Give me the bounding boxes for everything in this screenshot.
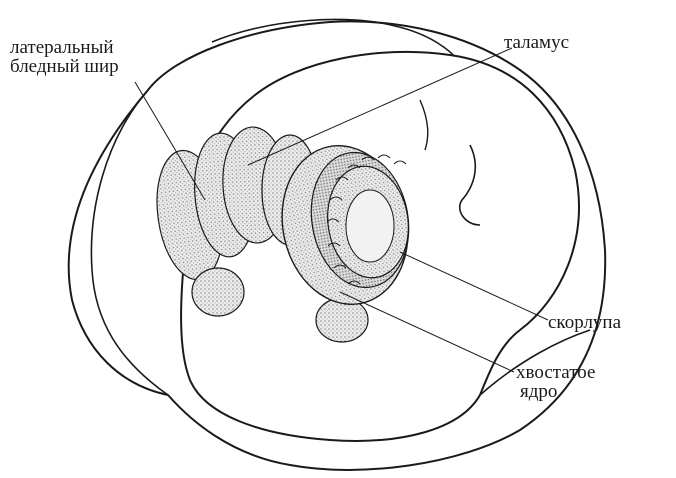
label-caudate-line2: ядро [516, 382, 595, 401]
label-caudate-nucleus: хвостатое ядро [516, 363, 595, 401]
label-thalamus-text: таламус [504, 33, 569, 52]
label-lateral-pallidum-line1: латеральный [10, 38, 119, 57]
label-putamen: скорлупа [548, 313, 621, 332]
label-thalamus: таламус [504, 33, 569, 52]
label-putamen-text: скорлупа [548, 313, 621, 332]
amygdala-right [316, 298, 368, 342]
label-lateral-pallidum: латеральный бледный шир [10, 38, 119, 76]
caudate-nucleus [346, 190, 394, 262]
label-caudate-line1: хвостатое [516, 363, 595, 382]
label-lateral-pallidum-line2: бледный шир [10, 57, 119, 76]
amygdala-left [192, 268, 244, 316]
